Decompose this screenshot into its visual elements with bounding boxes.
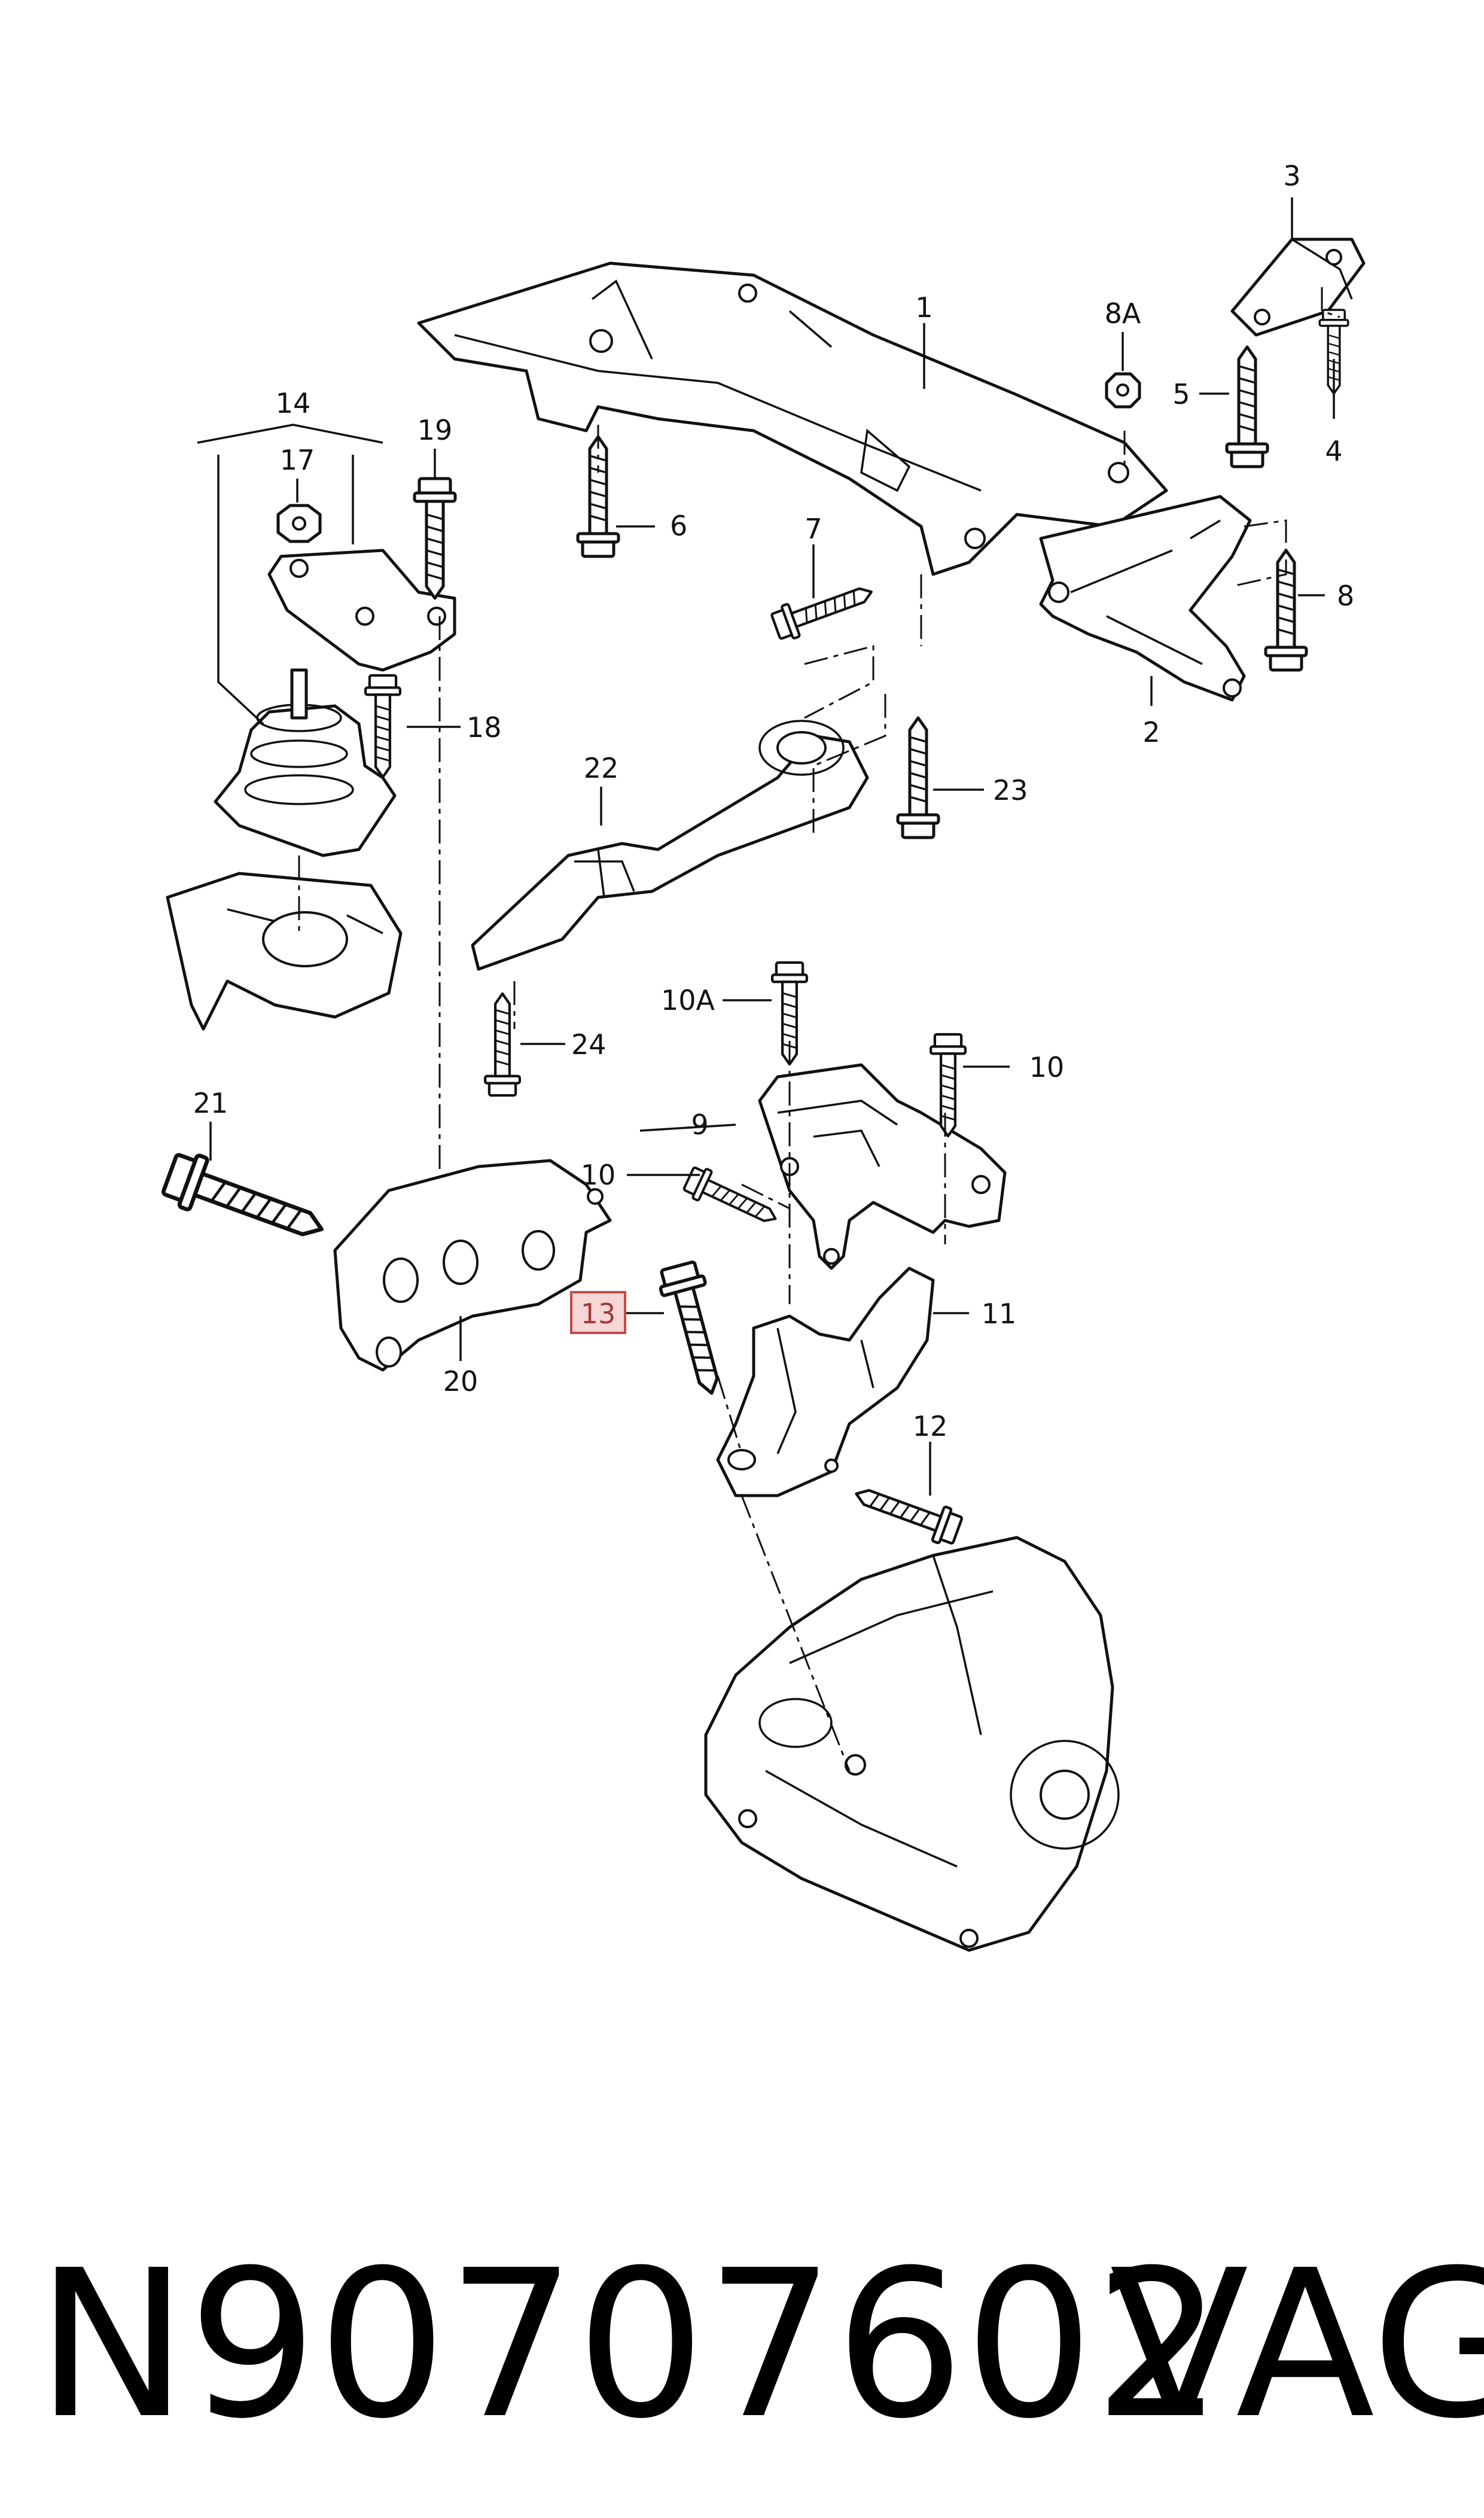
callout-7: 7 bbox=[805, 513, 822, 545]
bolt-23 bbox=[898, 718, 938, 838]
callout-19: 19 bbox=[418, 414, 453, 446]
callout-11: 11 bbox=[982, 1298, 1017, 1330]
callout-5: 5 bbox=[1172, 378, 1190, 410]
bolt-19 bbox=[415, 479, 455, 598]
bolt-5 bbox=[1227, 347, 1267, 467]
bolt-18 bbox=[365, 675, 400, 777]
callout-1: 1 bbox=[915, 291, 933, 324]
footer-caption: N90707602 VAG bbox=[0, 2213, 1484, 2477]
brand-name: VAG bbox=[1110, 2227, 1484, 2464]
gearbox-mount bbox=[758, 1063, 1007, 1270]
callout-20: 20 bbox=[443, 1365, 479, 1397]
callout-17: 17 bbox=[280, 444, 315, 476]
subframe-crossmember bbox=[417, 261, 1168, 576]
callout-18: 18 bbox=[467, 711, 502, 744]
callout-8: 8 bbox=[1337, 580, 1354, 612]
body-mount-plate bbox=[166, 872, 403, 1031]
callout-3: 3 bbox=[1283, 160, 1300, 192]
callout-6: 6 bbox=[670, 510, 687, 542]
callout-14: 14 bbox=[276, 387, 311, 419]
callout-9: 9 bbox=[691, 1109, 708, 1141]
bolt-24 bbox=[485, 994, 520, 1095]
nut-17 bbox=[276, 504, 322, 543]
engine-mount-bracket-upper bbox=[267, 549, 456, 672]
leader-lines bbox=[197, 197, 1335, 1496]
callout-labels: 1 2 3 4 5 6 7 8 8A 9 10A 10 10 11 12 13 … bbox=[193, 160, 1355, 1442]
bolt-7 bbox=[770, 576, 877, 643]
callout-10: 10 bbox=[1029, 1051, 1065, 1083]
callout-21: 21 bbox=[193, 1087, 228, 1119]
pendulum-support bbox=[471, 720, 869, 971]
callout-2: 2 bbox=[1142, 716, 1160, 748]
callout-10a: 10A bbox=[661, 984, 715, 1016]
callout-23: 23 bbox=[993, 774, 1028, 806]
callout-10b: 10 bbox=[581, 1159, 616, 1191]
bolt-13 bbox=[656, 1260, 733, 1399]
callout-13: 13 bbox=[581, 1298, 616, 1330]
exploded-parts-diagram: 1 2 3 4 5 6 7 8 8A 9 10A 10 10 11 12 13 … bbox=[0, 160, 1366, 1952]
engine-mount-rubber bbox=[214, 668, 397, 857]
control-arm bbox=[1039, 495, 1252, 702]
callout-12: 12 bbox=[913, 1410, 948, 1442]
callout-24: 24 bbox=[571, 1028, 607, 1061]
gearbox-bracket bbox=[716, 1266, 935, 1497]
nut-8a bbox=[1105, 372, 1141, 409]
bolt-21 bbox=[160, 1148, 331, 1255]
bolt-12 bbox=[850, 1476, 964, 1548]
callout-4: 4 bbox=[1325, 435, 1342, 467]
callout-8a: 8A bbox=[1105, 297, 1141, 330]
assembly-lines bbox=[298, 287, 1340, 1771]
part-number: N90707602 bbox=[36, 2227, 1223, 2464]
engine-bracket bbox=[333, 1159, 612, 1372]
gearbox-housing bbox=[704, 1536, 1120, 1952]
callout-22: 22 bbox=[584, 752, 619, 784]
callout-13-highlight bbox=[570, 1291, 626, 1334]
